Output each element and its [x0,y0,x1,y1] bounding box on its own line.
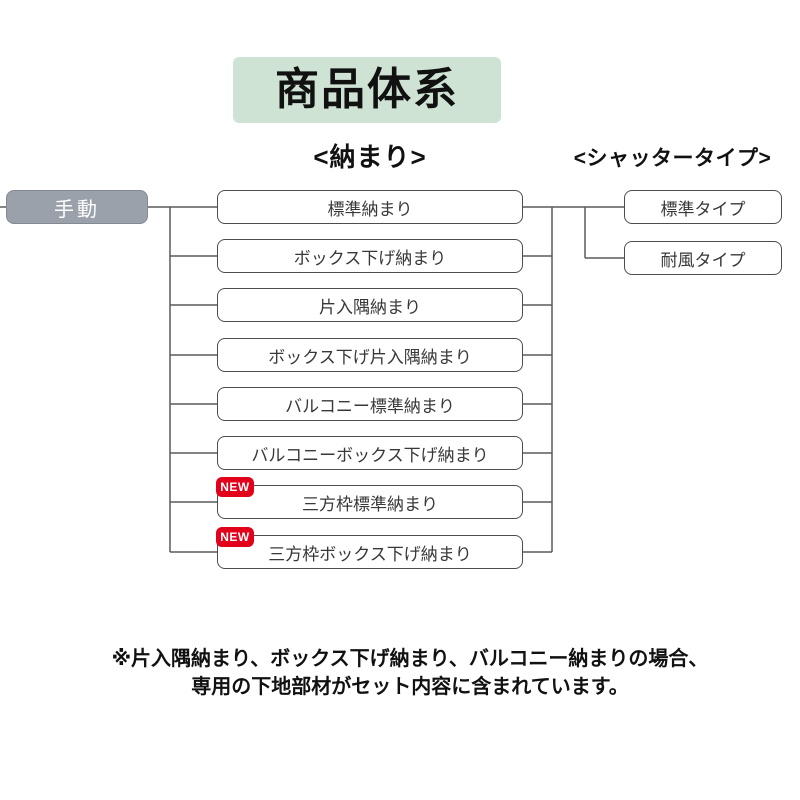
node-osamari-8: 三方枠ボックス下げ納まり [217,535,523,569]
page-title: 商品体系 [275,65,459,114]
footnote: ※片入隅納まり、ボックス下げ納まり、バルコニー納まりの場合、 専用の下地部材がセ… [10,645,800,701]
node-osamari-5: バルコニー標準納まり [217,387,523,421]
node-label: 耐風タイプ [660,250,746,270]
node-label: ボックス下げ納まり [293,248,447,268]
node-label: 標準タイプ [660,199,746,219]
footnote-line-2: 専用の下地部材がセット内容に含まれています。 [191,676,629,698]
node-manual-label: 手動 [54,198,100,221]
column-header-osamari: <納まり> [313,142,427,172]
node-shutter-wind-resistant: 耐風タイプ [624,241,782,275]
column-header-shutter-type: <シャッタータイプ> [573,147,772,170]
node-osamari-3: 片入隅納まり [217,288,523,322]
node-osamari-6: バルコニーボックス下げ納まり [217,436,523,470]
node-manual: 手動 [6,190,148,224]
node-label: 三方枠標準納まり [302,494,438,514]
footnote-line-1: ※片入隅納まり、ボックス下げ納まり、バルコニー納まりの場合、 [111,648,709,670]
node-osamari-4: ボックス下げ片入隅納まり [217,338,523,372]
node-shutter-standard: 標準タイプ [624,190,782,224]
new-badge: NEW [216,527,254,547]
node-osamari-1: 標準納まり [217,190,523,224]
node-label: 三方枠ボックス下げ納まり [268,544,472,564]
node-label: ボックス下げ片入隅納まり [268,347,472,367]
node-label: バルコニーボックス下げ納まり [251,445,489,465]
node-label: 片入隅納まり [319,297,421,317]
node-osamari-7: 三方枠標準納まり [217,485,523,519]
node-osamari-2: ボックス下げ納まり [217,239,523,273]
new-badge: NEW [216,477,254,497]
node-label: バルコニー標準納まり [285,396,455,416]
node-label: 標準納まり [327,199,413,219]
title-banner: 商品体系 [233,57,501,123]
